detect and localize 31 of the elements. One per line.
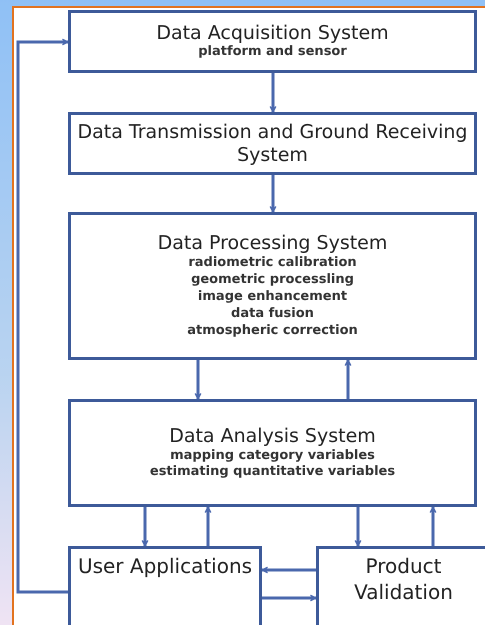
arrow bbox=[270, 175, 276, 213]
process-box bbox=[68, 212, 477, 360]
box-title: Product Validation bbox=[353, 553, 454, 605]
arrow bbox=[204, 506, 212, 546]
box-subtitle: platform and sensor bbox=[198, 44, 347, 62]
arrow bbox=[142, 507, 148, 547]
box-title: User Applications bbox=[78, 553, 252, 579]
box-title: Data Transmission and Ground Receiving System bbox=[76, 120, 468, 166]
box-subtitle: estimating quantitative variables bbox=[150, 464, 396, 482]
process-box bbox=[68, 546, 262, 625]
arrow bbox=[261, 566, 316, 574]
process-box bbox=[316, 546, 485, 625]
arrow bbox=[430, 506, 436, 546]
arrow bbox=[344, 359, 352, 399]
process-box bbox=[68, 399, 477, 507]
box-subtitle: atmospheric correction bbox=[187, 322, 358, 340]
arrow bbox=[270, 73, 276, 113]
box-subtitle: image enhancement bbox=[198, 288, 348, 306]
arrow bbox=[354, 507, 362, 547]
arrow bbox=[194, 360, 202, 400]
box-subtitle: mapping category variables bbox=[170, 448, 375, 464]
arrow bbox=[262, 594, 317, 602]
box-title: Data Acquisition System bbox=[156, 22, 389, 44]
process-box bbox=[68, 112, 477, 175]
box-subtitle: geometric processling bbox=[191, 272, 354, 289]
arrow bbox=[16, 38, 69, 594]
box-title: Data Processing System bbox=[158, 232, 388, 256]
box-title: Data Analysis System bbox=[169, 424, 376, 448]
box-subtitle: radiometric calibration bbox=[188, 255, 357, 272]
process-box bbox=[68, 10, 477, 73]
box-subtitle: data fusion bbox=[231, 306, 314, 323]
